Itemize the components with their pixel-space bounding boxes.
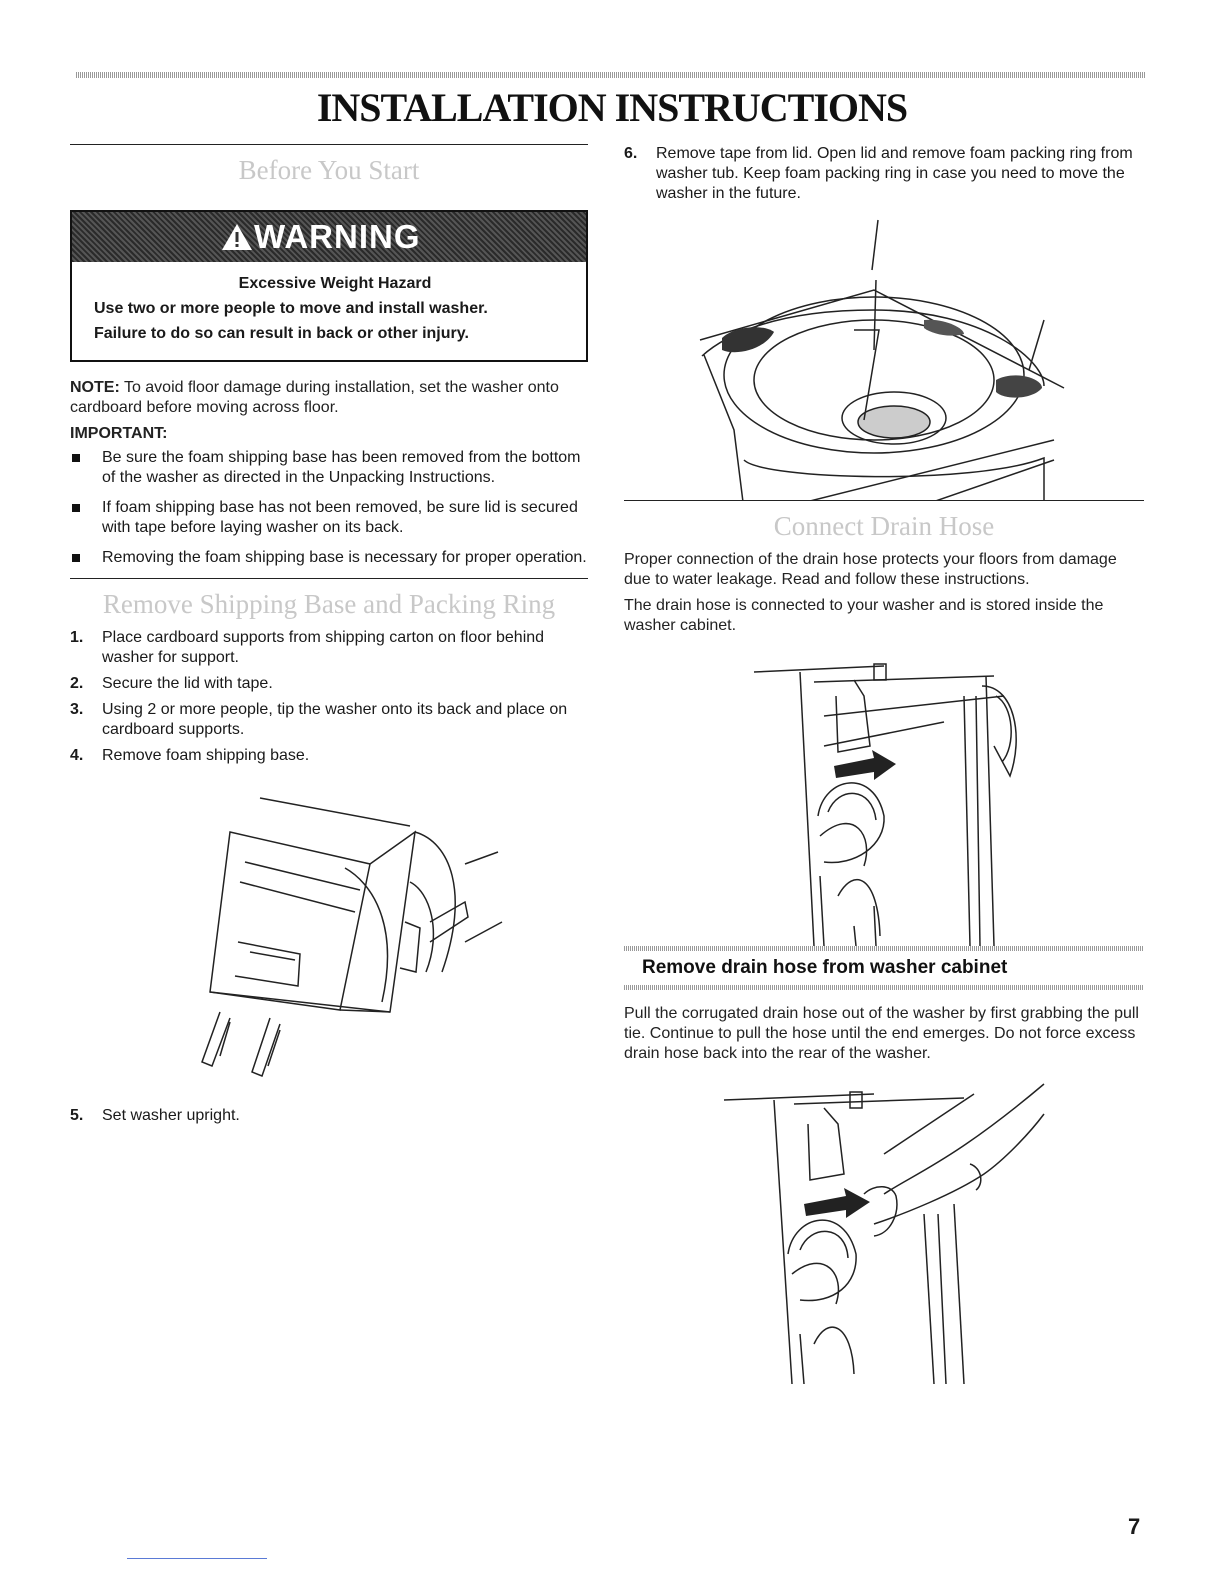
list-item: 2.Secure the lid with tape. — [70, 675, 273, 693]
note-label: NOTE: — [70, 379, 120, 397]
warning-line-1: Use two or more people to move and insta… — [94, 299, 488, 317]
bullet-square-icon — [72, 504, 80, 513]
remove-shipping-base-heading: Remove Shipping Base and Packing Ring — [102, 589, 556, 620]
warning-line-2: Failure to do so can result in back or o… — [94, 324, 469, 342]
warning-triangle-icon — [222, 224, 252, 250]
left-column: Before You Start WARNING Excessive Weigh… — [70, 144, 588, 1132]
top-dotted-rule — [76, 72, 1146, 78]
connect-drain-hose-heading: Connect Drain Hose — [773, 511, 995, 541]
page-number: 7 — [1128, 1514, 1141, 1539]
hazard-title: Excessive Weight Hazard — [238, 275, 432, 292]
bullet-square-icon — [72, 554, 80, 563]
subsection-dotted-rule — [624, 985, 1144, 990]
section-rule — [624, 500, 1144, 501]
drain-hose-storage-illustration — [753, 663, 1017, 946]
list-item: If foam shipping base has not been remov… — [70, 498, 588, 538]
warning-label: WARNING — [254, 218, 421, 255]
note-text: To avoid floor damage during installatio… — [70, 379, 559, 417]
remove-drain-hose-subheading: Remove drain hose from washer cabinet — [642, 957, 1008, 978]
drain-hose-paragraph-3: Pull the corrugated drain hose out of th… — [624, 1005, 1139, 1062]
drain-hose-paragraph-1: Proper connection of the drain hose prot… — [624, 551, 1117, 588]
washer-tipped-illustration — [201, 797, 503, 1078]
important-label: IMPORTANT: — [70, 425, 168, 443]
washer-tub-packing-ring-illustration — [699, 219, 1065, 500]
list-item: 3.Using 2 or more people, tip the washer… — [70, 701, 568, 739]
important-list: Be sure the foam shipping base has been … — [70, 448, 588, 568]
subsection-dotted-rule — [624, 946, 1144, 951]
list-item: 6.Remove tape from lid. Open lid and rem… — [624, 145, 1133, 202]
list-item: 1.Place cardboard supports from shipping… — [70, 629, 545, 667]
warning-body: Excessive Weight Hazard Use two or more … — [72, 262, 586, 360]
section-rule — [70, 578, 588, 580]
before-you-start-heading: Before You Start — [238, 155, 420, 185]
list-item: Be sure the foam shipping base has been … — [70, 448, 588, 488]
note-paragraph: NOTE: To avoid floor damage during insta… — [70, 378, 588, 418]
drain-hose-paragraph-2: The drain hose is connected to your wash… — [624, 597, 1104, 634]
list-item: 5.Set washer upright. — [70, 1107, 240, 1125]
list-item: 4.Remove foam shipping base. — [70, 747, 310, 765]
warning-banner: WARNING — [72, 212, 586, 262]
list-item: Removing the foam shipping base is neces… — [70, 548, 588, 568]
remove-base-step-5: 5.Set washer upright. — [70, 1106, 588, 1126]
bullet-square-icon — [72, 454, 80, 463]
footer-line — [127, 1558, 267, 1559]
remove-base-step-6: 6.Remove tape from lid. Open lid and rem… — [624, 144, 1144, 204]
page-title: INSTALLATION INSTRUCTIONS — [316, 85, 908, 130]
right-column: 6.Remove tape from lid. Open lid and rem… — [624, 144, 1144, 1384]
warning-box: WARNING Excessive Weight Hazard Use two … — [70, 210, 588, 363]
remove-base-steps: 1.Place cardboard supports from shipping… — [70, 628, 588, 766]
pull-drain-hose-illustration — [723, 1083, 1045, 1384]
section-rule — [70, 144, 588, 145]
